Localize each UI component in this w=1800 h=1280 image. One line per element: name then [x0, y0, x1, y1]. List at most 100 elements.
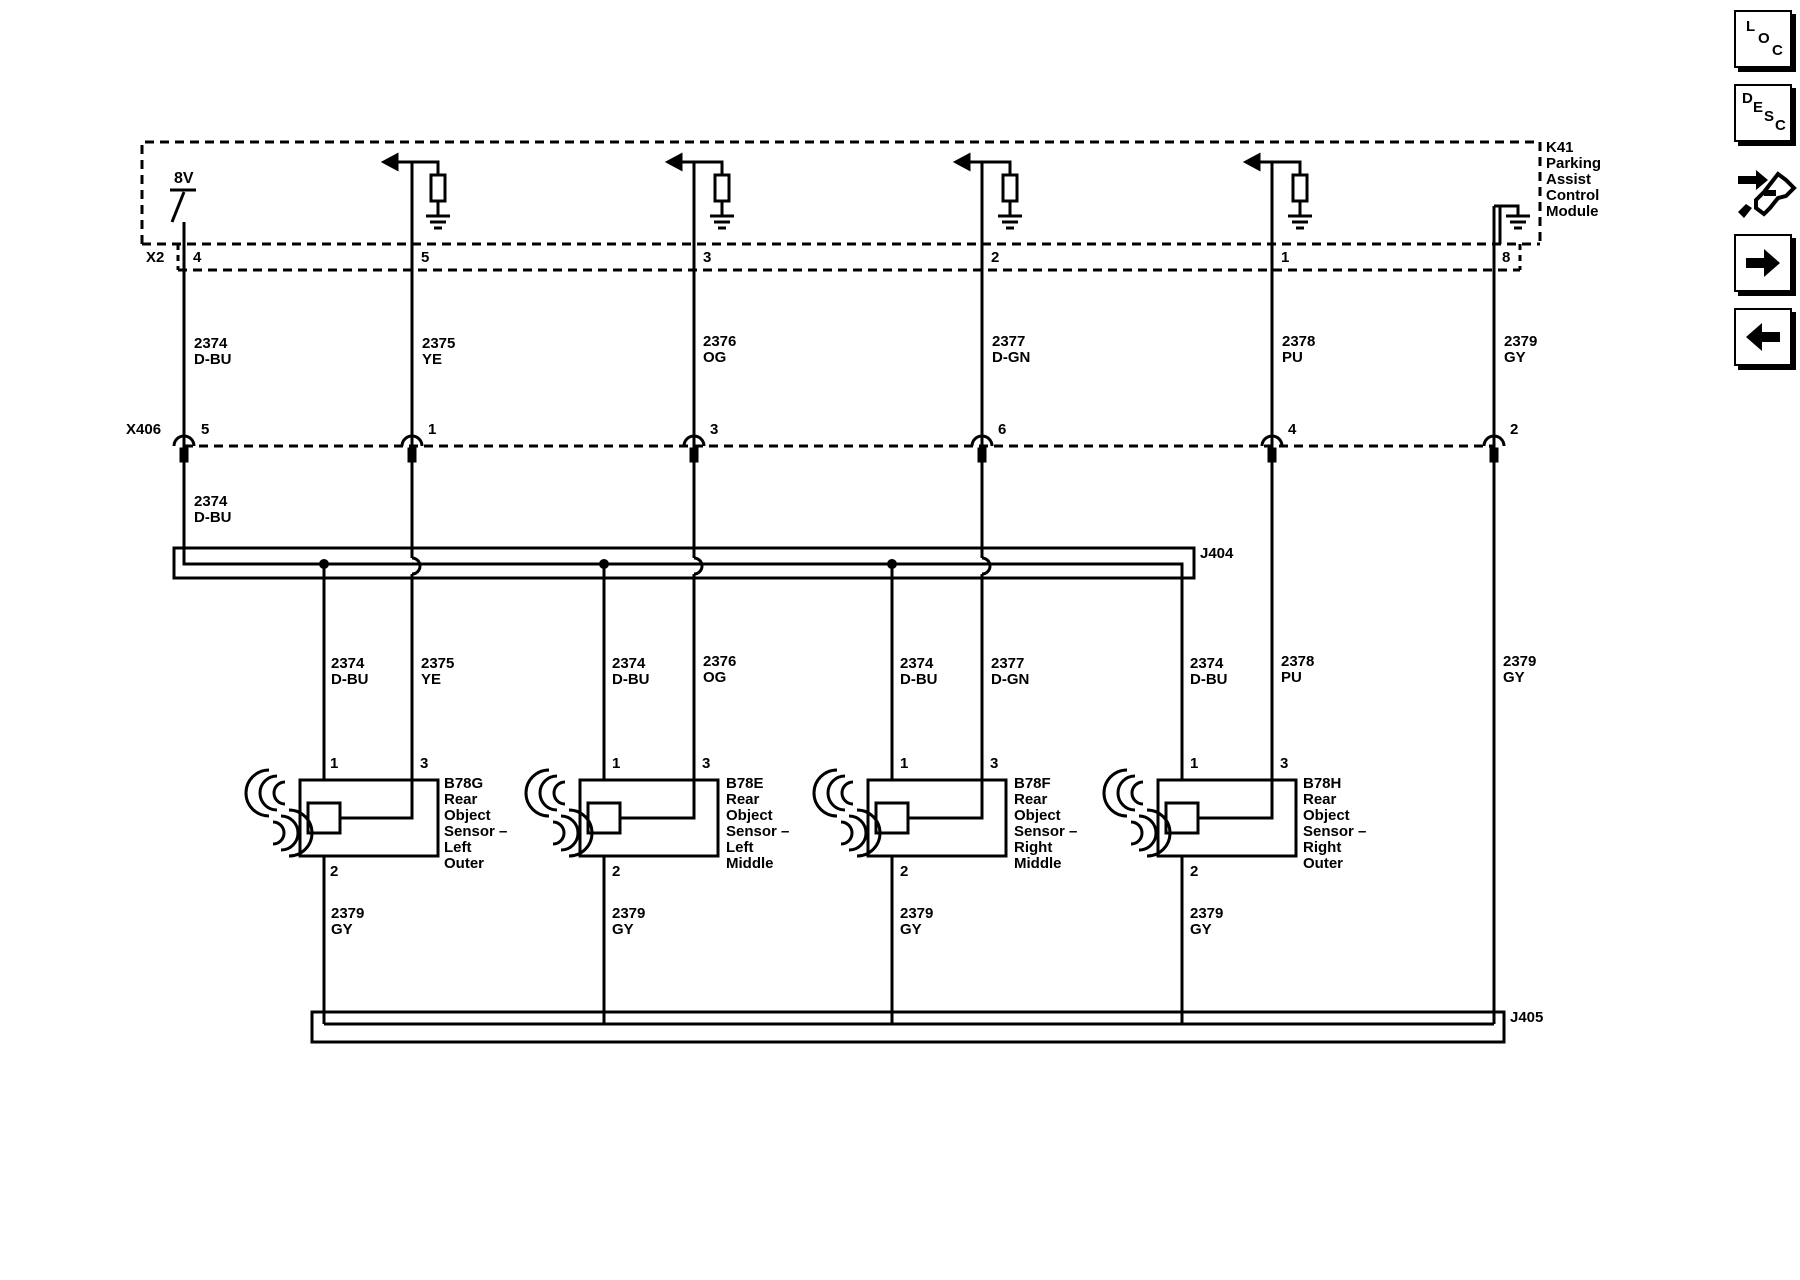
- wire-color-label: GY: [331, 921, 353, 938]
- connector-tool-icon: [1738, 170, 1797, 218]
- module-name-line: Control: [1546, 187, 1599, 204]
- module-name-line: Assist: [1546, 171, 1591, 188]
- sensor-name-line: Right: [1303, 839, 1341, 856]
- sensor-name-line: Rear: [726, 791, 760, 808]
- sensor-name-line: Object: [444, 807, 491, 824]
- wire-color-label: D-BU: [1190, 671, 1228, 688]
- wire-circuit-label: 2379: [1190, 905, 1223, 922]
- output-arrow-resistor-4: [1242, 152, 1312, 230]
- wire-color-label: D-BU: [612, 671, 650, 688]
- wire-color-label: D-BU: [331, 671, 369, 688]
- wire-color-label: GY: [1503, 669, 1525, 686]
- wire-circuit-label: 2379: [1504, 333, 1537, 350]
- sensor-name-line: Sensor –: [444, 823, 507, 840]
- wire-circuit-label: 2376: [703, 333, 736, 350]
- sensor-name-line: Object: [1303, 807, 1350, 824]
- connector-tool-button[interactable]: [1734, 160, 1798, 224]
- next-button[interactable]: [1734, 234, 1792, 292]
- j405-label: J405: [1510, 1009, 1543, 1026]
- x406-pin-number: 1: [428, 421, 436, 438]
- sensor-name-line: Rear: [1303, 791, 1337, 808]
- x2-pin-number: 4: [193, 249, 202, 266]
- wire-circuit-label: 2374: [331, 655, 365, 672]
- sensor-pin: 2: [1190, 863, 1198, 880]
- wire-circuit-label: 2378: [1282, 333, 1315, 350]
- sensor-ref: B78H: [1303, 775, 1341, 792]
- sensor-name-line: Left: [444, 839, 472, 856]
- wire-circuit-label: 2376: [703, 653, 736, 670]
- wire-color-label: GY: [1504, 349, 1526, 366]
- x2-pin-number: 1: [1281, 249, 1289, 266]
- x406-pin-number: 5: [201, 421, 209, 438]
- x406-pin-number: 3: [710, 421, 718, 438]
- sensor-pin: 1: [612, 755, 620, 772]
- module-dashed-border: [140, 140, 1542, 244]
- desc-letter: E: [1753, 99, 1764, 116]
- desc-letter: D: [1742, 90, 1753, 107]
- x2-pin-number: 2: [991, 249, 999, 266]
- wire-color-label: YE: [422, 351, 442, 368]
- sensor-name-line: Sensor –: [1014, 823, 1077, 840]
- wire-color-label: GY: [900, 921, 922, 938]
- sensor-pin: 2: [330, 863, 338, 880]
- module-ground-symbol: [1498, 204, 1530, 244]
- desc-letter: C: [1775, 117, 1786, 134]
- wire-color-label: OG: [703, 669, 726, 686]
- sensor-b78f: [812, 768, 1008, 858]
- sensor-name-line: Sensor –: [726, 823, 789, 840]
- x2-connector-label: X2: [146, 249, 164, 266]
- sensor-pin: 3: [990, 755, 998, 772]
- wires: [182, 162, 1500, 1024]
- module-ref: K41: [1546, 139, 1574, 156]
- k41-module: [140, 140, 1542, 272]
- x2-pin-number: 8: [1502, 249, 1510, 266]
- supply-voltage-label: 8V: [174, 170, 194, 187]
- desc-letter: S: [1764, 108, 1775, 125]
- desc-button[interactable]: D E S C: [1734, 84, 1792, 142]
- output-arrow-resistor-1: [380, 152, 450, 230]
- x406-pin-number: 4: [1288, 421, 1297, 438]
- sensor-name-line: Rear: [444, 791, 478, 808]
- sensor-name-line: Middle: [1014, 855, 1062, 872]
- x406-terminals: [172, 434, 1506, 463]
- wire-circuit-label: 2374: [194, 493, 228, 510]
- wire-circuit-label: 2374: [194, 335, 228, 352]
- j405-splice-pack: [310, 1010, 1506, 1044]
- wire-color-label: D-GN: [991, 671, 1029, 688]
- arrow-right-icon: [1746, 249, 1780, 277]
- x406-connector-label: X406: [126, 421, 161, 438]
- output-arrow-resistor-2: [664, 152, 734, 230]
- sensor-b78h: [1102, 768, 1298, 858]
- wire-color-label: D-BU: [194, 509, 232, 526]
- wire-circuit-label: 2374: [1190, 655, 1224, 672]
- wire-circuit-label: 2375: [421, 655, 454, 672]
- x406-pin-number: 2: [1510, 421, 1518, 438]
- sensor-ref: B78G: [444, 775, 483, 792]
- sensor-name-line: Sensor –: [1303, 823, 1366, 840]
- wire-color-label: PU: [1281, 669, 1302, 686]
- wire-circuit-label: 2379: [900, 905, 933, 922]
- sensor-name-line: Rear: [1014, 791, 1048, 808]
- wire-color-label: D-BU: [900, 671, 938, 688]
- wire-circuit-label: 2379: [612, 905, 645, 922]
- wire-color-label: YE: [421, 671, 441, 688]
- x406-pin-number: 6: [998, 421, 1006, 438]
- loc-button[interactable]: L O C: [1734, 10, 1792, 68]
- previous-button[interactable]: [1734, 308, 1792, 366]
- wire-circuit-label: 2375: [422, 335, 455, 352]
- wire-circuit-label: 2377: [992, 333, 1025, 350]
- wire-crossing-hops: [411, 556, 992, 576]
- sensor-b78e: [524, 768, 720, 858]
- wire-color-label: OG: [703, 349, 726, 366]
- sensor-name-line: Object: [726, 807, 773, 824]
- sensor-name-line: Right: [1014, 839, 1052, 856]
- sensor-b78g: [244, 768, 440, 858]
- module-name-line: Module: [1546, 203, 1599, 220]
- sensor-name-line: Object: [1014, 807, 1061, 824]
- sensor-pin: 3: [1280, 755, 1288, 772]
- sensor-name-line: Middle: [726, 855, 774, 872]
- loc-letter: L: [1746, 18, 1756, 35]
- sensor-name-line: Outer: [444, 855, 484, 872]
- sensor-pin: 1: [1190, 755, 1198, 772]
